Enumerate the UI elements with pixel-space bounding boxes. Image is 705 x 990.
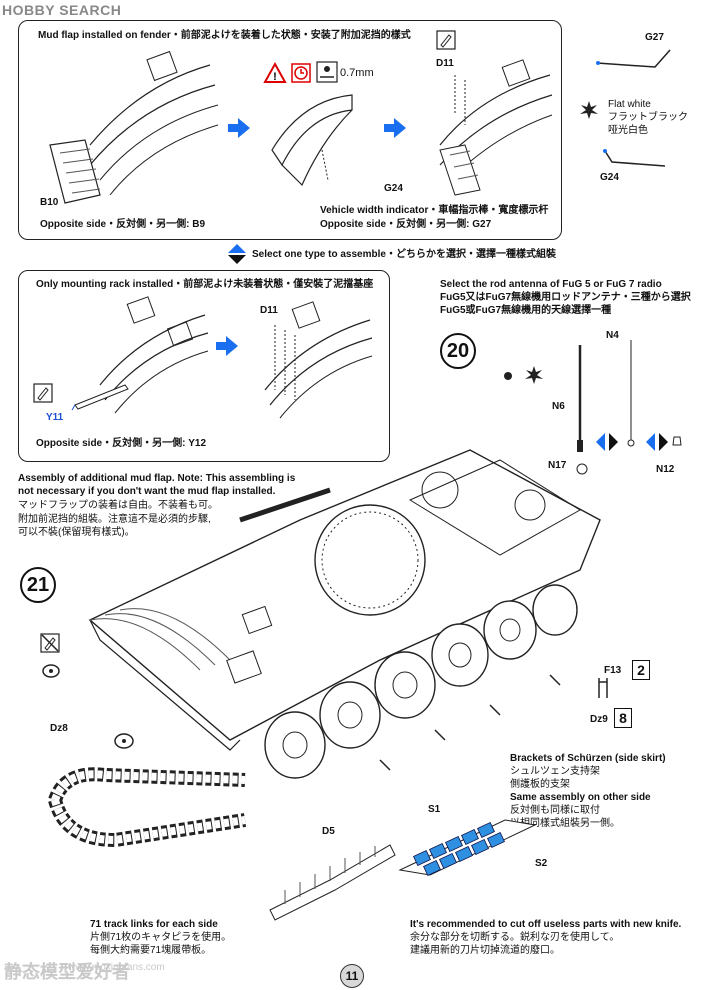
vehicle-width-indicator-label: Vehicle width indicator・車幅指示棒・寬度標示杆 — [320, 205, 549, 216]
part-dz9-label: Dz9 — [590, 714, 608, 725]
rack-title: Only mounting rack installed・前部泥よけ未装着状態・… — [36, 279, 374, 290]
rack-installed-box — [18, 270, 390, 462]
flat-white-jp: フラットブラック — [608, 112, 688, 123]
flat-white-cn: 哑光白色 — [608, 125, 648, 136]
select-one-type: Select one type to assemble・どちらかを選択・選擇一種… — [252, 249, 556, 260]
part-dz8-label: Dz8 — [50, 723, 68, 734]
mudflap-drawing-3 — [439, 59, 553, 196]
part-s2-label: S2 — [535, 858, 548, 869]
page-number: 11 — [340, 964, 364, 988]
mudflap-drawing-2 — [271, 94, 353, 187]
blue-arrow-2 — [384, 118, 406, 138]
track-links-jp: 片側71枚のキャタピラを使用。 — [90, 932, 232, 943]
part-y11-label: Y11 — [46, 412, 64, 423]
part-s1-label: S1 — [428, 804, 441, 815]
knife-cn: 建議用新的刀片切掉流道的廢口。 — [410, 945, 560, 956]
part-d11-label-2: D11 — [260, 305, 278, 316]
caution-icon: ! — [263, 61, 287, 83]
track-chain-drawing — [48, 767, 247, 848]
indicator-rod-g27 — [596, 49, 671, 68]
step-20-number: 20 — [440, 333, 476, 369]
part-d11-label-1: D11 — [436, 58, 454, 69]
select-antenna-arrows-2 — [646, 433, 668, 451]
glue-icon-1 — [436, 30, 456, 50]
part-n4-label: N4 — [606, 330, 619, 341]
antenna-en: Select the rod antenna of FuG 5 or FuG 7… — [440, 279, 662, 290]
no-glue-icon — [40, 633, 60, 653]
indicator-rod-g24 — [603, 149, 666, 167]
f13-quantity: 2 — [637, 662, 645, 678]
antenna-base-n12 — [672, 436, 682, 446]
part-f13-label: F13 — [604, 665, 622, 676]
bracket-f13 — [598, 678, 608, 698]
svg-text:!: ! — [273, 71, 277, 83]
mudflap-drawing-1 — [49, 50, 219, 204]
mudflap-title: Mud flap installed on fender・前部泥よけを装着した状… — [38, 30, 411, 41]
drill-size-label: 0.7mm — [340, 67, 374, 79]
dz9-quantity-box: 8 — [614, 708, 632, 728]
sprue-d5 — [269, 844, 396, 921]
part-g24-label-1: G24 — [384, 183, 403, 194]
tow-hook-2 — [114, 733, 134, 749]
antenna-mount-n17 — [576, 463, 588, 475]
same-assembly-jp: 反対側も同様に取付 — [510, 805, 600, 816]
sprue-s1-tracks — [398, 819, 537, 877]
part-b10-label: B10 — [40, 197, 59, 208]
step-21-number: 21 — [20, 567, 56, 603]
blue-arrow-1 — [228, 118, 250, 138]
watermark-cn: 静态模型爱好者 — [4, 962, 130, 982]
opposite-g27: Opposite side・反対側・另一側: G27 — [320, 219, 492, 230]
antenna-n4 — [627, 340, 635, 447]
same-assembly-en: Same assembly on other side — [510, 792, 651, 803]
track-links-en: 71 track links for each side — [90, 919, 218, 930]
part-n6-label: N6 — [552, 401, 565, 412]
paint-splash-icon — [580, 101, 598, 119]
hobby-search-logo: HOBBY SEARCH — [2, 2, 122, 18]
tow-hook-1 — [42, 664, 60, 678]
antenna-jp: FuG5又はFuG7無線機用ロッドアンテナ・三種から選択 — [440, 292, 691, 303]
part-g24-label-2: G24 — [600, 172, 619, 183]
part-n12-label: N12 — [656, 464, 675, 475]
opposite-b9: Opposite side・反対側・另一側: B9 — [40, 219, 206, 230]
brackets-en: Brackets of Schürzen (side skirt) — [510, 753, 666, 764]
paint-splash-icon-2 — [504, 366, 543, 384]
select-antenna-arrows-1 — [596, 433, 618, 451]
knife-en: It's recommended to cut off useless part… — [410, 919, 682, 930]
additional-mudflap-cn-1: 附加前泥挡的組裝。注意這不是必須的步驟, — [18, 514, 211, 525]
part-n17-label: N17 — [548, 460, 567, 471]
part-g27-label: G27 — [645, 32, 664, 43]
track-links-cn: 每側大約需要71塊履帶板。 — [90, 945, 212, 956]
drill-icon — [316, 61, 338, 83]
same-assembly-cn: 以相同樣式組裝另一側。 — [510, 818, 620, 829]
antenna-cn: FuG5或FuG7無線機用的天線選擇一種 — [440, 305, 612, 316]
blue-arrow-3 — [216, 336, 238, 356]
f13-quantity-box: 2 — [632, 660, 650, 680]
glue-icon-2 — [33, 383, 53, 403]
additional-mudflap-cn-2: 可以不裝(保留現有樣式)。 — [18, 527, 135, 538]
additional-mudflap-en-2: not necessary if you don't want the mud … — [18, 486, 276, 497]
additional-mudflap-en-1: Assembly of additional mud flap. Note: T… — [18, 473, 296, 484]
select-diamond-icon — [228, 244, 246, 264]
watermark-url: www.moxingfans.com — [68, 962, 165, 973]
hull-drawing — [88, 449, 601, 779]
dz9-quantity: 8 — [619, 710, 627, 726]
part-d5-label: D5 — [322, 826, 335, 837]
brackets-cn: 側護板的支架 — [510, 779, 570, 790]
additional-mudflap-jp: マッドフラップの装着は自由。不装着も可。 — [18, 500, 218, 511]
rack-part-y11 — [71, 384, 129, 411]
antenna-n6 — [577, 345, 583, 452]
flat-white-en: Flat white — [608, 99, 651, 110]
rack-drawing-2 — [264, 301, 373, 419]
brackets-jp: シュルツェン支持架 — [510, 766, 600, 777]
knife-jp: 余分な部分を切断する。鋭利な刃を使用して。 — [410, 932, 620, 943]
opposite-y12: Opposite side・反対側・另一側: Y12 — [36, 438, 207, 449]
clock-icon — [291, 63, 311, 83]
